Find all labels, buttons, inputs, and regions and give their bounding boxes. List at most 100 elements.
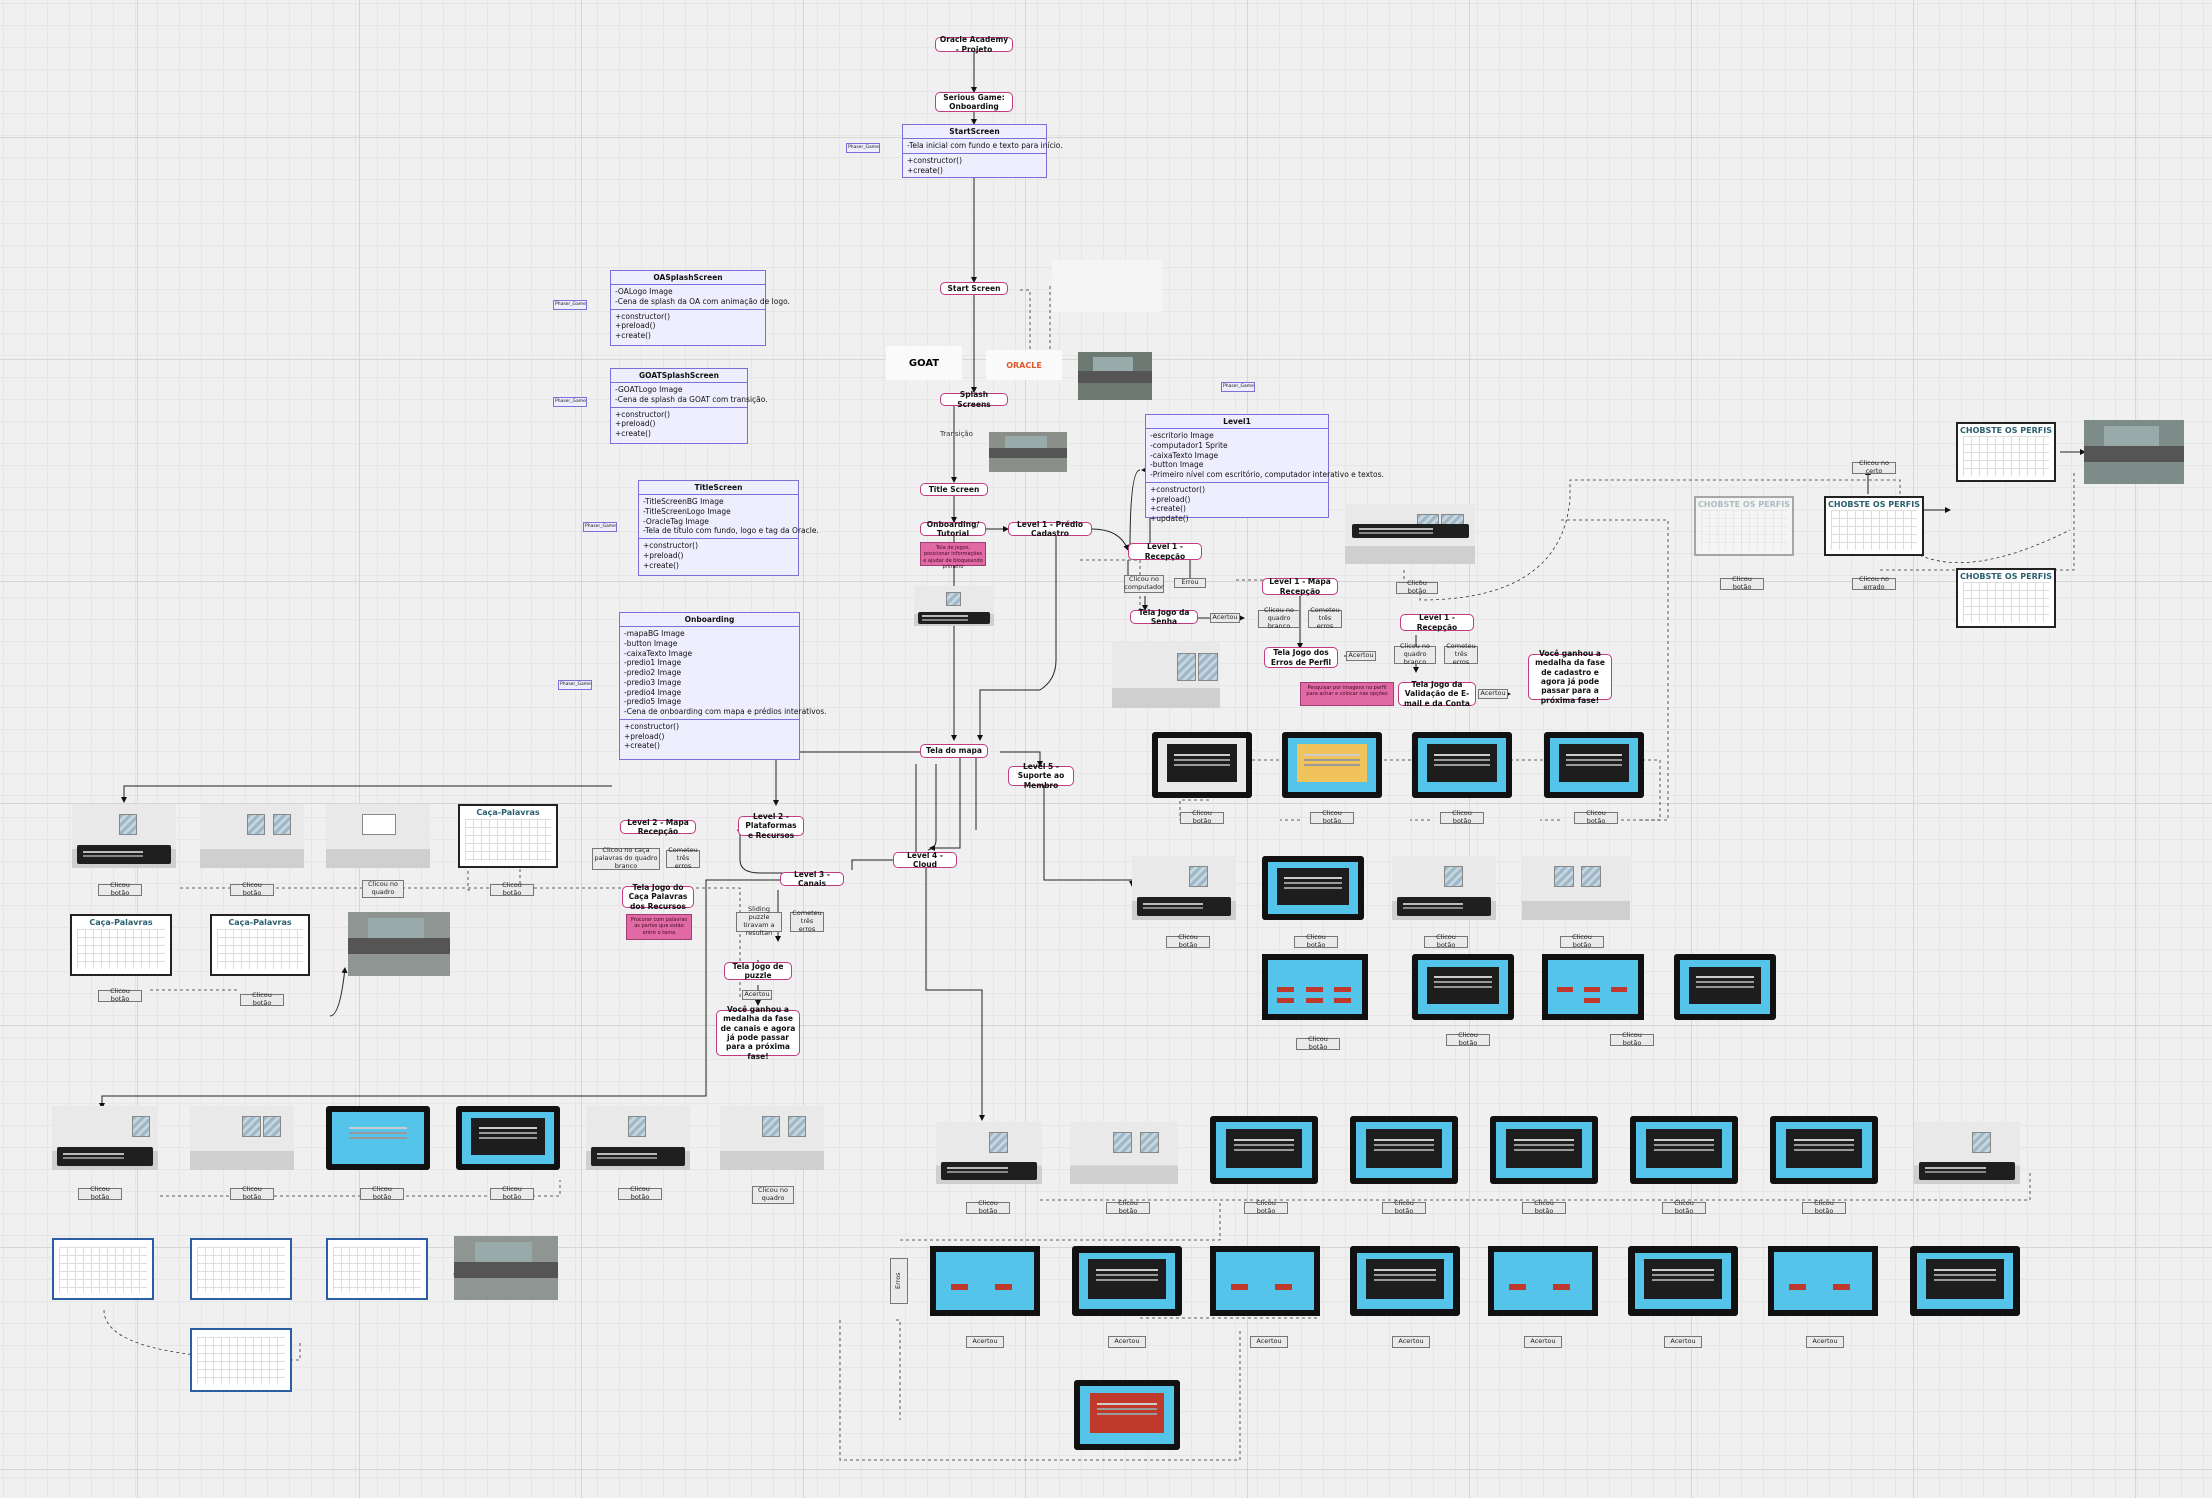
node-level1-predio[interactable]: Level 1 - Prédio Cadastro bbox=[1008, 520, 1092, 538]
node-erros-perfil[interactable]: Tela Jogo dos Erros de Perfil bbox=[1264, 647, 1338, 668]
step-clicou-botao[interactable]: Clicou botão bbox=[490, 881, 534, 897]
l4-redbtn-4 bbox=[1674, 954, 1776, 1020]
step-clicou-computador[interactable]: Clicou no computador bbox=[1124, 575, 1164, 593]
step-cometeu[interactable]: Cometeu três erros bbox=[1444, 642, 1478, 666]
step-clicou-botao[interactable]: Clicou botão bbox=[1396, 579, 1438, 595]
step-acertou[interactable]: Acertou bbox=[1346, 651, 1376, 661]
step-clicou-botao[interactable]: Clicou botão bbox=[360, 1185, 404, 1201]
step-clicou-botao[interactable]: Clicou botão bbox=[1720, 575, 1764, 591]
step-clicou-botao[interactable]: Clicou botão bbox=[490, 1185, 534, 1201]
step-clicou-botao[interactable]: Clicou botão bbox=[1662, 1199, 1706, 1215]
step-acertou[interactable]: Acertou bbox=[966, 1336, 1004, 1348]
step-clicou-botao[interactable]: Clicou botão bbox=[1106, 1199, 1150, 1215]
node-title-screen[interactable]: Title Screen bbox=[920, 483, 988, 496]
step-clicou-botao[interactable]: Clicou botão bbox=[1446, 1031, 1490, 1047]
node-level4[interactable]: Level 4 - Cloud bbox=[893, 851, 957, 869]
step-clicou-botao[interactable]: Clicou botão bbox=[1424, 933, 1468, 949]
step-clicou-botao[interactable]: Clicou botão bbox=[1802, 1199, 1846, 1215]
l2-shot-4: Caça-Palavras bbox=[458, 804, 558, 868]
goat-logo-preview: GOAT bbox=[886, 346, 962, 380]
step-errou[interactable]: Errou bbox=[1174, 578, 1206, 588]
l4b-shot-1 bbox=[936, 1122, 1042, 1184]
node-medalha-cadastro[interactable]: Você ganhou a medalha da fase de cadastr… bbox=[1528, 649, 1612, 705]
step-acertou[interactable]: Acertou bbox=[742, 990, 772, 1000]
step-clicou-botao[interactable]: Clicou botão bbox=[1294, 933, 1338, 949]
node-level2[interactable]: Level 2 - Plataformas e Recursos bbox=[738, 812, 804, 840]
board-title: CHOBSTE OS PERFIS bbox=[1960, 425, 2052, 435]
step-acertou[interactable]: Acertou bbox=[1210, 613, 1240, 623]
step-acertou[interactable]: Acertou bbox=[1108, 1336, 1146, 1348]
step-clicou-botao[interactable]: Clicou botão bbox=[966, 1199, 1010, 1215]
node-puzzle[interactable]: Tela Jogo de puzzle bbox=[724, 962, 792, 980]
node-onboarding[interactable]: Onboarding/ Tutorial bbox=[920, 520, 986, 538]
node-caca-palavras[interactable]: Tela Jogo do Caça Palavras dos Recursos bbox=[622, 883, 694, 911]
step-clicou-quadro2[interactable]: Clicou no quadro bbox=[752, 1186, 794, 1204]
step-sliding[interactable]: Sliding puzzle tiravam a resultan bbox=[736, 906, 782, 937]
node-validacao[interactable]: Tela Jogo da Validação de E-mail e da Co… bbox=[1398, 680, 1476, 708]
step-clicou-botao[interactable]: Clicou botão bbox=[1296, 1035, 1340, 1051]
onboarding-preview bbox=[914, 586, 994, 626]
level1-office-shot bbox=[1345, 504, 1475, 564]
step-clicou-botao[interactable]: Clicou botão bbox=[1310, 809, 1354, 825]
node-oracle-academy[interactable]: Oracle Academy - Projeto bbox=[935, 35, 1013, 54]
step-clicou-botao[interactable]: Clicou botão bbox=[230, 1185, 274, 1201]
step-clicou-botao[interactable]: Clicou botão bbox=[78, 1185, 122, 1201]
node-level1-recepcao-2[interactable]: Level 1 - Recepção bbox=[1400, 613, 1474, 632]
node-level2-mapa[interactable]: Level 2 - Mapa Recepção bbox=[620, 818, 696, 836]
node-tela-mapa[interactable]: Tela do mapa bbox=[920, 744, 988, 758]
step-clicou-botao[interactable]: Clicou botão bbox=[1244, 1199, 1288, 1215]
class-name: TitleScreen bbox=[639, 481, 798, 495]
step-clicou-botao[interactable]: Clicou botão bbox=[98, 881, 142, 897]
step-clicou-botao[interactable]: Clicou botão bbox=[1166, 933, 1210, 949]
node-splash-screens[interactable]: Splash Screens bbox=[940, 390, 1008, 409]
board-title: CHOBSTE OS PERFIS bbox=[1828, 499, 1920, 509]
class-name: GOATSplashScreen bbox=[611, 369, 747, 383]
step-erros[interactable]: Erros bbox=[890, 1258, 908, 1304]
node-level3[interactable]: Level 3 - Canais bbox=[780, 870, 844, 888]
class-onboarding: Onboarding -mapaBG Image -button Image -… bbox=[619, 612, 827, 760]
step-clicou-quadro[interactable]: Clicou no quadro branco bbox=[1394, 642, 1436, 666]
step-clicou-quadro[interactable]: Clicou no quadro branco bbox=[1258, 606, 1300, 630]
l4b-shot-5 bbox=[1490, 1116, 1598, 1184]
step-clicou-botao[interactable]: Clicou botão bbox=[1610, 1031, 1654, 1047]
step-acertou[interactable]: Acertou bbox=[1250, 1336, 1288, 1348]
l4-redbtn-1 bbox=[1262, 954, 1368, 1020]
step-clicou-botao[interactable]: Clicou botão bbox=[230, 881, 274, 897]
step-cometeu[interactable]: Cometeu três erros bbox=[790, 909, 824, 933]
step-clicou-botao[interactable]: Clicou botão bbox=[240, 991, 284, 1007]
node-level1-mapa[interactable]: Level 1 - Mapa Recepção bbox=[1262, 577, 1338, 596]
l2-caca-1: Caça-Palavras bbox=[70, 914, 172, 976]
node-level1-recepcao[interactable]: Level 1 - Recepção bbox=[1128, 542, 1202, 561]
node-tela-senha[interactable]: Tela Jogo da Senha bbox=[1130, 608, 1198, 626]
class-method: +create() bbox=[1150, 504, 1186, 514]
node-level5[interactable]: Level 5 - Suporte ao Membro bbox=[1008, 762, 1074, 790]
step-clicou-botao[interactable]: Clicou botão bbox=[1574, 809, 1618, 825]
step-acertou[interactable]: Acertou bbox=[1392, 1336, 1430, 1348]
class-name: Level1 bbox=[1146, 415, 1328, 429]
l3-shot-6 bbox=[720, 1106, 824, 1170]
step-clicou-botao[interactable]: Clicou botão bbox=[1522, 1199, 1566, 1215]
step-clicou-botao[interactable]: Clicou botão bbox=[1382, 1199, 1426, 1215]
step-clicou-botao[interactable]: Clicou botão bbox=[1440, 809, 1484, 825]
step-clicou-botao[interactable]: Clicou botão bbox=[98, 987, 142, 1003]
step-cometeu[interactable]: Cometeu três erros bbox=[1308, 606, 1342, 630]
l4c-shot-2 bbox=[1072, 1246, 1182, 1316]
node-start-screen[interactable]: Start Screen bbox=[940, 282, 1008, 295]
l4-shot-4 bbox=[1522, 856, 1630, 920]
street-preview bbox=[1078, 352, 1152, 400]
step-clicou-quadro2[interactable]: Clicou no quadro bbox=[362, 880, 404, 898]
node-serious-game[interactable]: Serious Game: Onboarding bbox=[935, 92, 1013, 112]
step-cometeu[interactable]: Cometeu três erros bbox=[666, 846, 700, 870]
step-clicou-botao[interactable]: Clicou botão bbox=[1560, 933, 1604, 949]
node-medalha-canais[interactable]: Você ganhou a medalha da fase de canais … bbox=[716, 1005, 800, 1061]
step-acertou[interactable]: Acertou bbox=[1478, 689, 1508, 699]
step-acertou[interactable]: Acertou bbox=[1806, 1336, 1844, 1348]
step-clicou-certo[interactable]: Clicou no certo bbox=[1852, 459, 1896, 475]
step-acertou[interactable]: Acertou bbox=[1524, 1336, 1562, 1348]
step-clicou-botao[interactable]: Clicou botão bbox=[1180, 809, 1224, 825]
step-acertou[interactable]: Acertou bbox=[1664, 1336, 1702, 1348]
step-clicou-caca[interactable]: Clicou no caça palavras do quadro branco bbox=[592, 846, 660, 870]
class-method: +preload() bbox=[1150, 494, 1191, 504]
step-clicou-errado[interactable]: Clicou no errado bbox=[1852, 575, 1896, 591]
step-clicou-botao[interactable]: Clicou botão bbox=[618, 1185, 662, 1201]
